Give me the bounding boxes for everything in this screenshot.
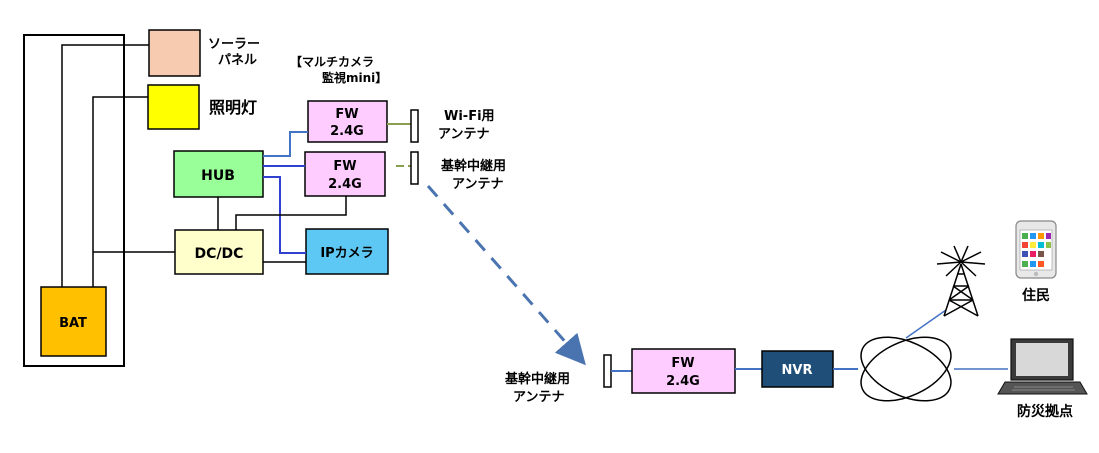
remote-trunk-antenna — [603, 354, 612, 388]
residents-label: 住民 — [1022, 287, 1050, 304]
fw-wifi-box — [307, 100, 388, 143]
fw-wifi-label-line1: FW — [335, 107, 358, 122]
trunk-antenna-label-line2: アンテナ — [452, 177, 503, 192]
nvr-box — [761, 350, 834, 388]
battery-label: BAT — [59, 316, 87, 331]
trunk-antenna-label-line1: 基幹中継用 — [440, 158, 506, 174]
solar-label-line2: パネル — [218, 53, 257, 68]
remote-antenna-label-line1: 基幹中継用 — [504, 371, 570, 387]
wifi-antenna-label-line2: アンテナ — [438, 127, 489, 142]
wire-bat-solar — [61, 44, 149, 287]
lighting-label: 照明灯 — [209, 98, 257, 117]
wire-network-tower — [905, 309, 947, 339]
wire-bat-light — [92, 96, 148, 287]
trunk-antenna — [410, 151, 419, 185]
fw-wifi-label-line2: 2.4G — [330, 124, 364, 139]
solar-label-line1: ソーラー — [208, 37, 260, 52]
enclosure-frame — [23, 34, 125, 367]
fw-trunk-box — [304, 151, 386, 197]
dcdc-box — [174, 229, 264, 275]
wireless-trunk-link — [426, 185, 586, 366]
disaster-base-label: 防災拠点 — [1017, 403, 1073, 420]
wire-dcdc-fw — [235, 196, 347, 230]
ip-camera-label: IPカメラ — [320, 246, 373, 261]
wifi-antenna — [410, 109, 419, 143]
hub-label: HUB — [201, 168, 235, 184]
nvr-label: NVR — [782, 363, 813, 378]
dcdc-label: DC/DC — [195, 246, 244, 262]
wire-hub-fw-wifi — [263, 131, 308, 157]
remote-antenna-label-line2: アンテナ — [513, 390, 564, 405]
fw-remote-box — [631, 348, 736, 394]
fw-remote-label-line2: 2.4G — [666, 374, 700, 389]
laptop-icon — [997, 338, 1088, 395]
hub-box — [173, 150, 264, 198]
group-label-line2: 監視mini】 — [322, 70, 387, 85]
network-icon — [860, 336, 952, 402]
fw-remote-label-line1: FW — [671, 356, 694, 371]
fw-trunk-label-line1: FW — [333, 159, 356, 174]
battery-box — [40, 286, 107, 357]
cell-tower-icon — [936, 245, 986, 317]
smartphone-icon — [1015, 220, 1057, 279]
wifi-antenna-label-line1: Wi-Fi用 — [444, 109, 495, 124]
lighting-box — [147, 84, 200, 130]
ip-camera-box — [305, 228, 389, 275]
fw-trunk-label-line2: 2.4G — [328, 177, 362, 192]
solar-panel-box — [148, 29, 201, 77]
group-label-line1: 【マルチカメラ — [290, 54, 374, 69]
